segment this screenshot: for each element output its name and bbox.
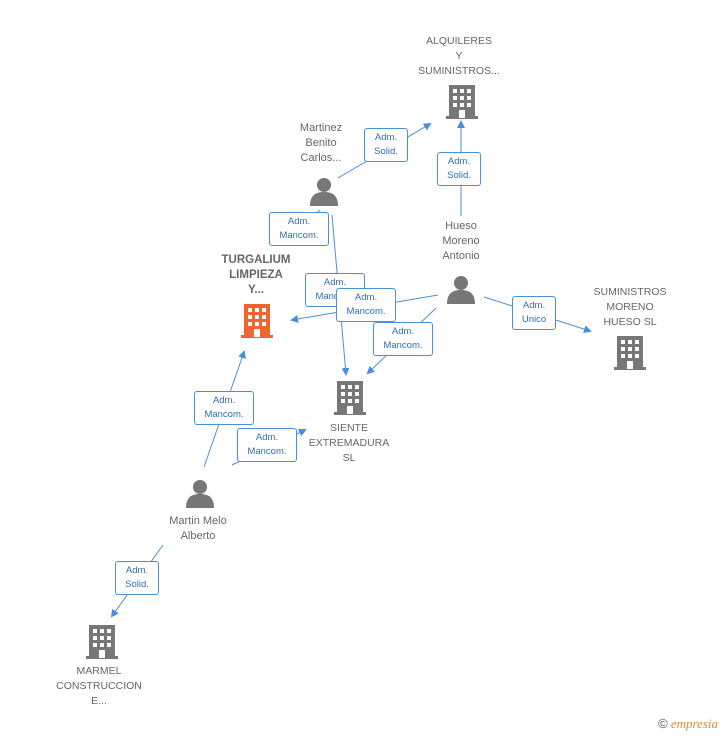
node-turgalium[interactable]: TURGALIUM LIMPIEZA Y... <box>200 253 312 298</box>
node-label: SIENTE EXTREMADURA SL <box>308 422 390 464</box>
edge-label-martinez-alquileres[interactable]: Adm. Solid. <box>364 128 408 162</box>
edge-label-martin-marmel[interactable]: Adm. Solid. <box>115 561 159 595</box>
edge-type: Adm. <box>354 292 378 303</box>
edge-label-martinez-turgalium[interactable]: Adm. Mancom. <box>269 212 329 246</box>
brand-logo: empresia <box>670 716 718 731</box>
node-suministros[interactable]: SUMINISTROS MORENO HUESO SL <box>576 285 684 330</box>
edge-role: Mancom. <box>279 230 319 241</box>
building-icon[interactable] <box>334 380 366 421</box>
node-hueso[interactable]: Hueso Moreno Antonio <box>414 219 508 264</box>
edge-type: Adm. <box>125 565 149 576</box>
edge-type: Adm. <box>391 326 415 337</box>
node-siente[interactable]: SIENTE EXTREMADURA SL <box>290 421 408 466</box>
edge-role: Solid. <box>125 579 149 590</box>
person-icon[interactable] <box>309 176 339 211</box>
edge-role: Solid. <box>447 170 471 181</box>
edge-role: Mancom. <box>204 409 244 420</box>
edge-label-martin-turgalium[interactable]: Adm. Mancom. <box>194 391 254 425</box>
node-label: Martin Melo Alberto <box>169 515 227 542</box>
footer-brand: © empresia <box>658 716 718 732</box>
person-icon[interactable] <box>446 274 476 309</box>
edge-label-hueso-alquileres[interactable]: Adm. Solid. <box>437 152 481 186</box>
edge-type: Adm. <box>287 216 311 227</box>
building-icon[interactable] <box>86 624 118 665</box>
edge-role: Mancom. <box>247 446 287 457</box>
copyright-icon: © <box>658 716 668 731</box>
node-label: MARMEL CONSTRUCCION E... <box>56 665 142 707</box>
edge-type: Adm. <box>212 395 236 406</box>
edge-role: Mancom. <box>346 306 386 317</box>
edge-role: Unico <box>521 314 547 325</box>
node-label: TURGALIUM LIMPIEZA Y... <box>221 254 291 296</box>
node-label: Martinez Benito Carlos... <box>299 122 343 164</box>
node-label: Hueso Moreno Antonio <box>442 220 480 262</box>
node-martinez[interactable]: Martinez Benito Carlos... <box>274 121 368 166</box>
building-icon[interactable] <box>241 303 273 344</box>
node-alquileres[interactable]: ALQUILERES Y SUMINISTROS... <box>398 34 520 79</box>
edge-label-martin-siente[interactable]: Adm. Mancom. <box>237 428 297 462</box>
building-icon[interactable] <box>446 84 478 125</box>
edge-label-hueso-siente[interactable]: Adm. Mancom. <box>373 322 433 356</box>
node-marmel[interactable]: MARMEL CONSTRUCCION E... <box>44 664 154 709</box>
node-label: ALQUILERES Y SUMINISTROS... <box>418 35 500 77</box>
person-icon[interactable] <box>185 478 215 513</box>
edge-label-hueso-suministros[interactable]: Adm. Unico <box>512 296 556 330</box>
edge-type: Adm. <box>255 432 279 443</box>
building-icon[interactable] <box>614 335 646 376</box>
edge-type: Adm. <box>447 156 471 167</box>
node-martin[interactable]: Martin Melo Alberto <box>148 514 248 544</box>
edge-role: Mancom. <box>315 291 355 302</box>
edge-label-hueso-turgalium[interactable]: Adm. Mancom. <box>336 288 396 322</box>
edge-role: Solid. <box>374 146 398 157</box>
edge-type: Adm. <box>323 277 347 288</box>
edge-type: Adm. <box>374 132 398 143</box>
edge-type: Adm. <box>522 300 546 311</box>
node-label: SUMINISTROS MORENO HUESO SL <box>593 286 667 328</box>
edge-role: Mancom. <box>383 340 423 351</box>
